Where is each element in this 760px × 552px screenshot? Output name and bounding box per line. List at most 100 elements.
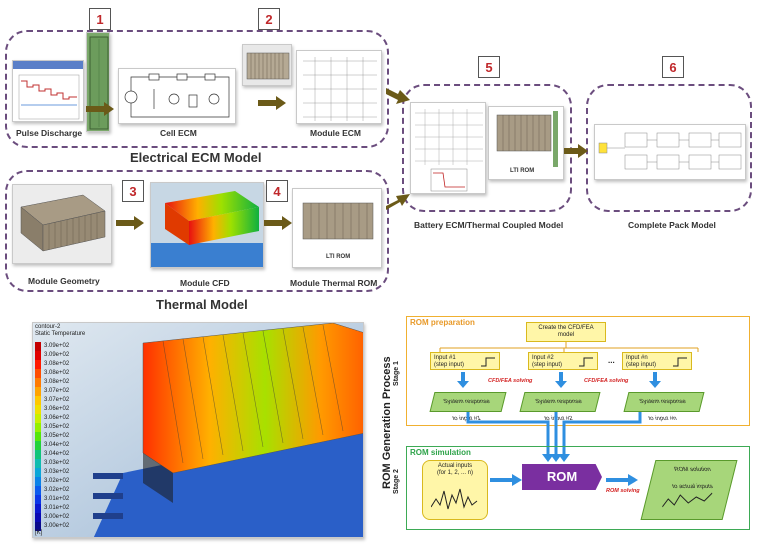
- response-n-line1: System response: [638, 399, 687, 405]
- legend-swatch: [35, 477, 41, 486]
- legend-value: 3.05e+02: [44, 424, 70, 430]
- cfd-solving-label-1: CFD/FEA solving: [488, 378, 533, 384]
- label-pulse-discharge: Pulse Discharge: [16, 128, 83, 138]
- module-thermal-rom-image: [292, 188, 382, 268]
- actual-to-rom-arrow: [490, 474, 522, 486]
- module-geometry-image: [12, 184, 112, 264]
- legend-row: 3.03e+02: [35, 459, 105, 468]
- legend-value: 3.00e+02: [44, 523, 70, 529]
- legend-value: 3.09e+02: [44, 352, 70, 358]
- stage2-label: Stage 2: [392, 469, 400, 494]
- legend-value: 3.04e+02: [44, 442, 70, 448]
- inputs-ellipsis: ...: [608, 356, 615, 365]
- legend-row: 3.08e+02: [35, 378, 105, 387]
- legend-swatch: [35, 423, 41, 432]
- input-box-2: Input #2 (step input): [528, 352, 598, 370]
- arrow-coupled-to-pack: [564, 144, 588, 158]
- arrow-geometry-to-cfd: [116, 216, 144, 230]
- rom-to-solution-arrow: [606, 474, 638, 486]
- legend-swatch: [35, 396, 41, 405]
- actual-inputs-box: Actual inputs (for 1, 2, ... n): [422, 460, 488, 520]
- stage1-label: Stage 1: [392, 361, 400, 386]
- legend-swatch: [35, 369, 41, 378]
- legend-swatch: [35, 441, 41, 450]
- arrow-electrical-to-coupled: [386, 88, 410, 104]
- contour-title-2: Static Temperature: [35, 331, 86, 337]
- legend-swatch: [35, 378, 41, 387]
- rom-simulation-title: ROM simulation: [410, 448, 471, 457]
- step-number-5: 5: [478, 56, 500, 78]
- rom-simulation-frame: [406, 446, 750, 530]
- legend-value: 3.09e+02: [44, 343, 70, 349]
- legend-value: 3.03e+02: [44, 469, 70, 475]
- legend-value: 3.06e+02: [44, 406, 70, 412]
- legend-value: 3.00e+02: [44, 514, 70, 520]
- coupled-lti-rom-image: [488, 106, 564, 180]
- label-module-cfd: Module CFD: [180, 278, 230, 288]
- legend-row: 3.02e+02: [35, 486, 105, 495]
- legend-swatch: [35, 351, 41, 360]
- label-coupled-model: Battery ECM/Thermal Coupled Model: [414, 220, 564, 230]
- create-model-box: Create the CFD/FEA model: [526, 322, 606, 342]
- legend-row: 3.07e+02: [35, 387, 105, 396]
- contour-axis-label: [K]: [35, 530, 43, 536]
- actual-inputs-line2: (for 1, 2, ... n): [436, 470, 473, 476]
- create-model-line1: Create the CFD/FEA: [538, 325, 594, 331]
- legend-value: 3.02e+02: [44, 478, 70, 484]
- legend-value: 3.07e+02: [44, 388, 70, 394]
- label-module-thermal-rom: Module Thermal ROM: [290, 278, 378, 288]
- legend-row: 3.02e+02: [35, 477, 105, 486]
- label-lti-rom-thermal: LTI ROM: [326, 254, 351, 260]
- legend-value: 3.08e+02: [44, 361, 70, 367]
- legend-swatch: [35, 468, 41, 477]
- module-ecm-schematic: [296, 50, 382, 124]
- cfd-solving-label-2: CFD/FEA solving: [584, 378, 629, 384]
- legend-swatch: [35, 486, 41, 495]
- rom-vertical-title: ROM Generation Process: [381, 356, 393, 489]
- input-box-1: Input #1 (step input): [430, 352, 500, 370]
- contour-plot: [32, 322, 364, 538]
- legend-value: 3.04e+02: [44, 451, 70, 457]
- thermal-model-title: Thermal Model: [156, 297, 248, 312]
- legend-row: 3.05e+02: [35, 432, 105, 441]
- pulse-discharge-plot: [12, 60, 84, 122]
- arrow-pulse-to-cell: [86, 102, 114, 116]
- legend-row: 3.09e+02: [35, 351, 105, 360]
- legend-swatch: [35, 360, 41, 369]
- legend-value: 3.07e+02: [44, 397, 70, 403]
- legend-value: 3.08e+02: [44, 379, 70, 385]
- pack-schematic: [594, 124, 746, 180]
- legend-row: 3.03e+02: [35, 468, 105, 477]
- pack-model-group: [586, 84, 752, 212]
- rom-solving-label: ROM solving: [606, 488, 640, 494]
- input-2-line1: Input #2: [532, 355, 554, 361]
- legend-row: 3.05e+02: [35, 423, 105, 432]
- legend-row: 3.08e+02: [35, 369, 105, 378]
- legend-row: 3.06e+02: [35, 414, 105, 423]
- rom-box: ROM: [522, 464, 602, 490]
- input-1-line1: Input #1: [434, 355, 456, 361]
- input-box-n: Input #n (step input): [622, 352, 692, 370]
- step-number-1: 1: [89, 8, 111, 30]
- legend-swatch: [35, 522, 41, 531]
- label-cell-ecm: Cell ECM: [160, 128, 197, 138]
- legend-row: 3.01e+02: [35, 504, 105, 513]
- rom-box-label: ROM: [546, 469, 578, 484]
- responses-to-rom-arrows: [466, 412, 642, 462]
- legend-swatch: [35, 495, 41, 504]
- legend-value: 3.06e+02: [44, 415, 70, 421]
- legend-swatch: [35, 342, 41, 351]
- input-1-line2: (step input): [434, 362, 465, 368]
- input-n-line2: (step input): [626, 362, 657, 368]
- response-1-line1: System response: [442, 399, 491, 405]
- response-2-line1: System response: [534, 399, 583, 405]
- step-number-6: 6: [662, 56, 684, 78]
- legend-row: 3.04e+02: [35, 450, 105, 459]
- legend-swatch: [35, 387, 41, 396]
- legend-swatch: [35, 405, 41, 414]
- module-photo-top: [242, 44, 292, 86]
